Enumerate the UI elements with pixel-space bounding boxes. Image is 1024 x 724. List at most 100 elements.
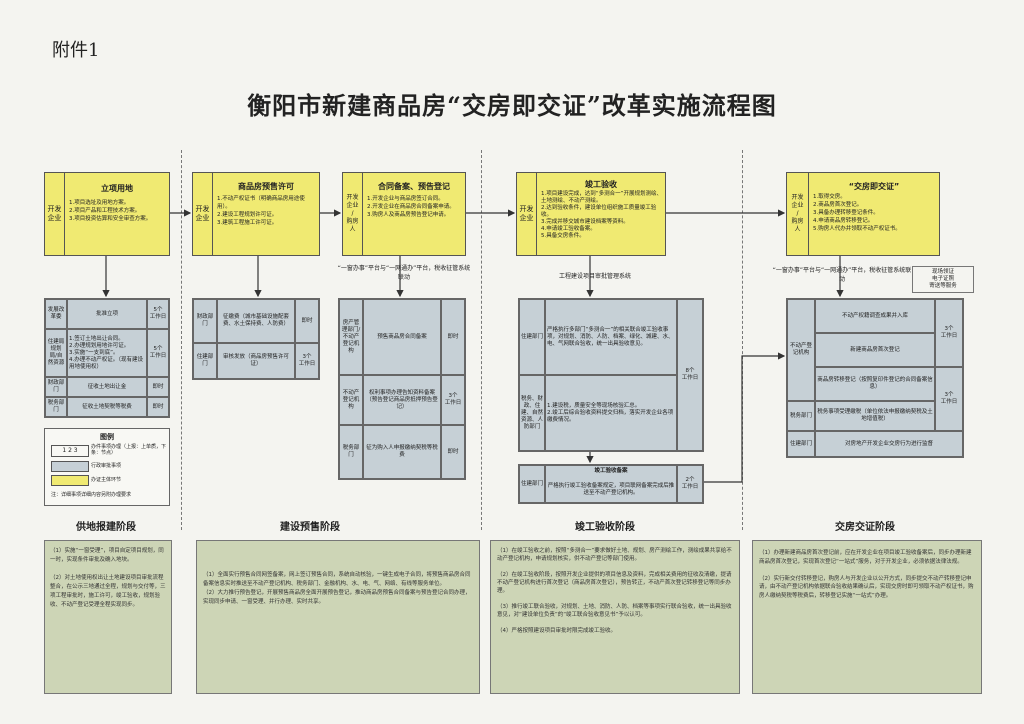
phase1-yellow-side: 开发 企业 [45, 173, 65, 255]
filing-side: 住建部门 [519, 465, 545, 503]
phase4-row1-mid: 不动产权籍调查成果并入库 [815, 299, 935, 333]
phase-separator [481, 150, 482, 530]
phase3-yellow-box: 开发 企业 竣工验收 1.项目建设完成，达到“多测合一”开展规划测绘、土地测绘、… [516, 172, 666, 256]
phase1-name: 供地报建阶段 [76, 522, 136, 533]
diagram-title: 衡阳市新建商品房“交房即交证”改革实施流程图 [247, 91, 777, 120]
contract-row2-side: 不动产登记机构 [339, 375, 363, 425]
contract-yellow-title: 合同备案、预告登记 [378, 182, 450, 191]
phase2-table: 财政部门 征缴费（城市基础设施配套费、水土保持费、人防费） 即时 住建部门 审核… [192, 298, 320, 380]
contract-onestop-note: “一窗办事”平台与“一网通办”平台，税收征管系统联动 [337, 265, 471, 281]
contract-row3-time: 即时 [441, 425, 465, 479]
phase3-yellow-side: 开发 企业 [517, 173, 537, 255]
phase1-notes: （1）实施“一窗受理”，项目自定项目规划，同一时，实现条件审批及确入地块。 （2… [50, 548, 166, 608]
filing-time: 2个 工作日 [677, 465, 703, 503]
phase4-yellow-title: “交房即交证” [848, 182, 900, 191]
phase2-yellow-box: 开发 企业 商品房预售许可 1.不动产权证书（明确商品房用途使用）。 2.建设工… [192, 172, 320, 256]
phase2-row2-side: 住建部门 [193, 343, 217, 379]
legend-subject-swatch [51, 475, 89, 486]
contract-table: 房产管理部门/不动产登记机构 预售商品房合同备案 即时 不动产登记机构 权利事项… [338, 298, 466, 480]
phase2-row1-time: 即时 [295, 299, 319, 343]
phase3-name: 竣工验收阶段 [575, 522, 635, 533]
phase2-row2-mid: 审核发放（商品房预售许可证） [217, 343, 295, 379]
phase4-notes: （1）办理新建商品房首次登记前，应在开发企业在项目竣工验收备案后，同步办理新建商… [759, 550, 974, 599]
contract-row1-mid: 预售商品房合同备案 [363, 299, 441, 375]
legend-title: 图例 [100, 433, 114, 441]
phase2-yellow-items: 1.不动产权证书（明确商品房用途使用）。 2.建设工程规划许可证。 3.建筑工程… [217, 196, 305, 226]
phase1-yellow-title: 立项用地 [101, 184, 133, 193]
phase4-yellow-side: 开发 企业 / 购房 人 [787, 173, 809, 255]
phase3-notes: （1）在竣工验收之前，按照“多测合一”要求做好土地、规划、房产测绘工作，测绘成果… [497, 548, 732, 634]
phase2-name: 建设预售阶段 [280, 522, 340, 533]
contract-row2-time: 3个 工作日 [441, 375, 465, 425]
phase1-row1-side: 发展改革委 [45, 299, 67, 329]
phase3-notes-box: （1）在竣工验收之前，按照“多测合一”要求做好土地、规划、房产测绘工作，测绘成果… [490, 540, 740, 694]
phase1-row1-mid: 批准立项 [67, 299, 147, 329]
phase1-row2-time: 5个 工作日 [147, 329, 169, 377]
phase4-row4-mid: 税务事项受理缴税（单位依法申报缴纳契税及土地增值税） [815, 401, 935, 431]
phase1-row2-side: 住建局规划局/自然资源 [45, 329, 67, 377]
phase4-table: 不动产登记机构 不动产权籍调查成果并入库 新建商品房首次登记 3个 工作日 商品… [786, 298, 964, 458]
phase3-row2-mid: 1.建设税，质量安全等现场核验汇总。 2.竣工后综合验收资料提交归档，落实开发企… [545, 375, 677, 451]
phase-separator [181, 150, 182, 530]
phase4-row5-mid: 对房地产开发企业交房行为进行监督 [815, 431, 963, 457]
phase4-name: 交房交证阶段 [835, 522, 895, 533]
filing-mid: 严格执行竣工验收备案规定，项目联网备案完成后推送至不动产登记机构。 [545, 477, 677, 503]
phase3-row1-side: 住建部门 [519, 299, 545, 375]
phase4-registry-side: 不动产登记机构 [787, 299, 815, 401]
phase2-yellow-side: 开发 企业 [193, 173, 213, 255]
phase1-row3-time: 即时 [147, 377, 169, 397]
system-note: 工程建设项目审批管理系统 [558, 273, 631, 280]
phase1-row2-mid: 1.签订土地出让合同。 2.办理规划用地许可证。 3.实施“一支到底”。 4.办… [67, 329, 147, 377]
phase1-table: 发展改革委 批准立项 5个 工作日 住建局规划局/自然资源 1.签订土地出让合同… [44, 298, 170, 418]
phase4-row2-mid: 新建商品房首次登记 [815, 333, 935, 367]
phase4-row5-side: 住建部门 [787, 431, 815, 457]
filing-box: 住建部门 竣工验收备案 严格执行竣工验收备案规定，项目联网备案完成后推送至不动产… [518, 464, 704, 504]
phase4-yellow-box: 开发 企业 / 购房 人 “交房即交证” 1.取得交房。 2.商品房首次登记。 … [786, 172, 940, 256]
legend-approval-swatch [51, 461, 89, 472]
contract-yellow-side: 开发 企业 / 购房 人 [343, 173, 363, 255]
phase3-yellow-title: 竣工验收 [585, 180, 617, 189]
phase1-row4-side: 税务部门 [45, 397, 67, 417]
phase1-row1-time: 5个 工作日 [147, 299, 169, 329]
phase3-row2-side: 税务、财政、住建、自然资源、人防部门 [519, 375, 545, 451]
phase2-row2-time: 3个 工作日 [295, 343, 319, 379]
phase4-row4-side: 税务部门 [787, 401, 815, 431]
phase1-yellow-box: 开发 企业 立项用地 1.项目选址及用地方案。 2.项目产品和工程技术方案。 3… [44, 172, 170, 256]
phase4-yellow-items: 1.取得交房。 2.商品房首次登记。 3.具备办理转移登记条件。 4.申请商品房… [813, 194, 901, 232]
phase1-row3-side: 财政部门 [45, 377, 67, 397]
contract-row3-mid: 征为购入人申报缴纳契税等税费 [363, 425, 441, 479]
filing-title: 竣工验收备案 [545, 465, 677, 477]
contract-row1-time: 即时 [441, 299, 465, 375]
contract-row2-mid: 权利事项办理告知资料备案（预告登记商品房抵押预告登记） [363, 375, 441, 425]
phase2-row1-side: 财政部门 [193, 299, 217, 343]
phase1-row4-time: 即时 [147, 397, 169, 417]
legend-steps-desc: 办件事项办理（上报：上单质，下条：节点） [91, 444, 167, 456]
contract-row3-side: 税务部门 [339, 425, 363, 479]
phase4-onestop-note: “一窗办事”平台与“一网通办”平台，税收征管系统联动 [772, 267, 912, 283]
contract-yellow-box: 开发 企业 / 购房 人 合同备案、预告登记 1.开发企业与商品房签订合同。 2… [342, 172, 466, 256]
phase4-row1-time: 3个 工作日 [935, 299, 963, 367]
phase1-row4-mid: 征收土地契税等税费 [67, 397, 147, 417]
phase4-row3-mid: 商品房转移登记（按照复印件登记的合同备案信息） [815, 367, 935, 401]
phase-separator [742, 150, 743, 530]
phase3-yellow-items: 1.项目建设完成，达到“多测合一”开展规划测绘、土地测绘、不动产测绘。 2.达到… [541, 191, 662, 239]
contract-row1-side: 房产管理部门/不动产登记机构 [339, 299, 363, 375]
phase1-notes-box: （1）实施“一窗受理”，项目自定项目规划，同一时，实现条件审批及确入地块。 （2… [44, 540, 172, 694]
legend-footnote: 注：详细事项详细内容另附办理要求 [51, 492, 132, 498]
phase3-time: 8个 工作日 [677, 299, 703, 451]
phase2-yellow-title: 商品房预售许可 [238, 182, 294, 191]
legend: 图例 1 2 3 办件事项办理（上报：上单质，下条：节点） 行政审批事项 办证主… [44, 428, 170, 506]
legend-subject-desc: 办证主体环节 [91, 477, 122, 483]
legend-steps-sample: 1 2 3 [51, 445, 89, 457]
phase4-tag-note: 现场领证 电子证照 寄送等服务 [912, 266, 974, 293]
phase4-row3-time: 3个 工作日 [935, 367, 963, 431]
phase1-yellow-items: 1.项目选址及用地方案。 2.项目产品和工程技术方案。 3.项目投资估算和安全审… [69, 200, 152, 222]
phase1-row3-mid: 征收土地出让金 [67, 377, 147, 397]
phase3-table: 住建部门 严格执行多部门“多测合一”的相关联合竣工验收事项，对规划、消防、人防、… [518, 298, 704, 452]
phase2-notes-box: （1）全面实行预售合同网签备案，网上签订预售合同，系统自动核验，一键生成电子合同… [196, 540, 480, 694]
phase2-row1-mid: 征缴费（城市基础设施配套费、水土保持费、人防费） [217, 299, 295, 343]
contract-yellow-items: 1.开发企业与商品房签订合同。 2.开发企业在商品房合同备案申请。 3.购房人及… [367, 196, 455, 218]
annex-label: 附件1 [52, 40, 100, 61]
legend-approval-desc: 行政审批事项 [91, 463, 122, 469]
